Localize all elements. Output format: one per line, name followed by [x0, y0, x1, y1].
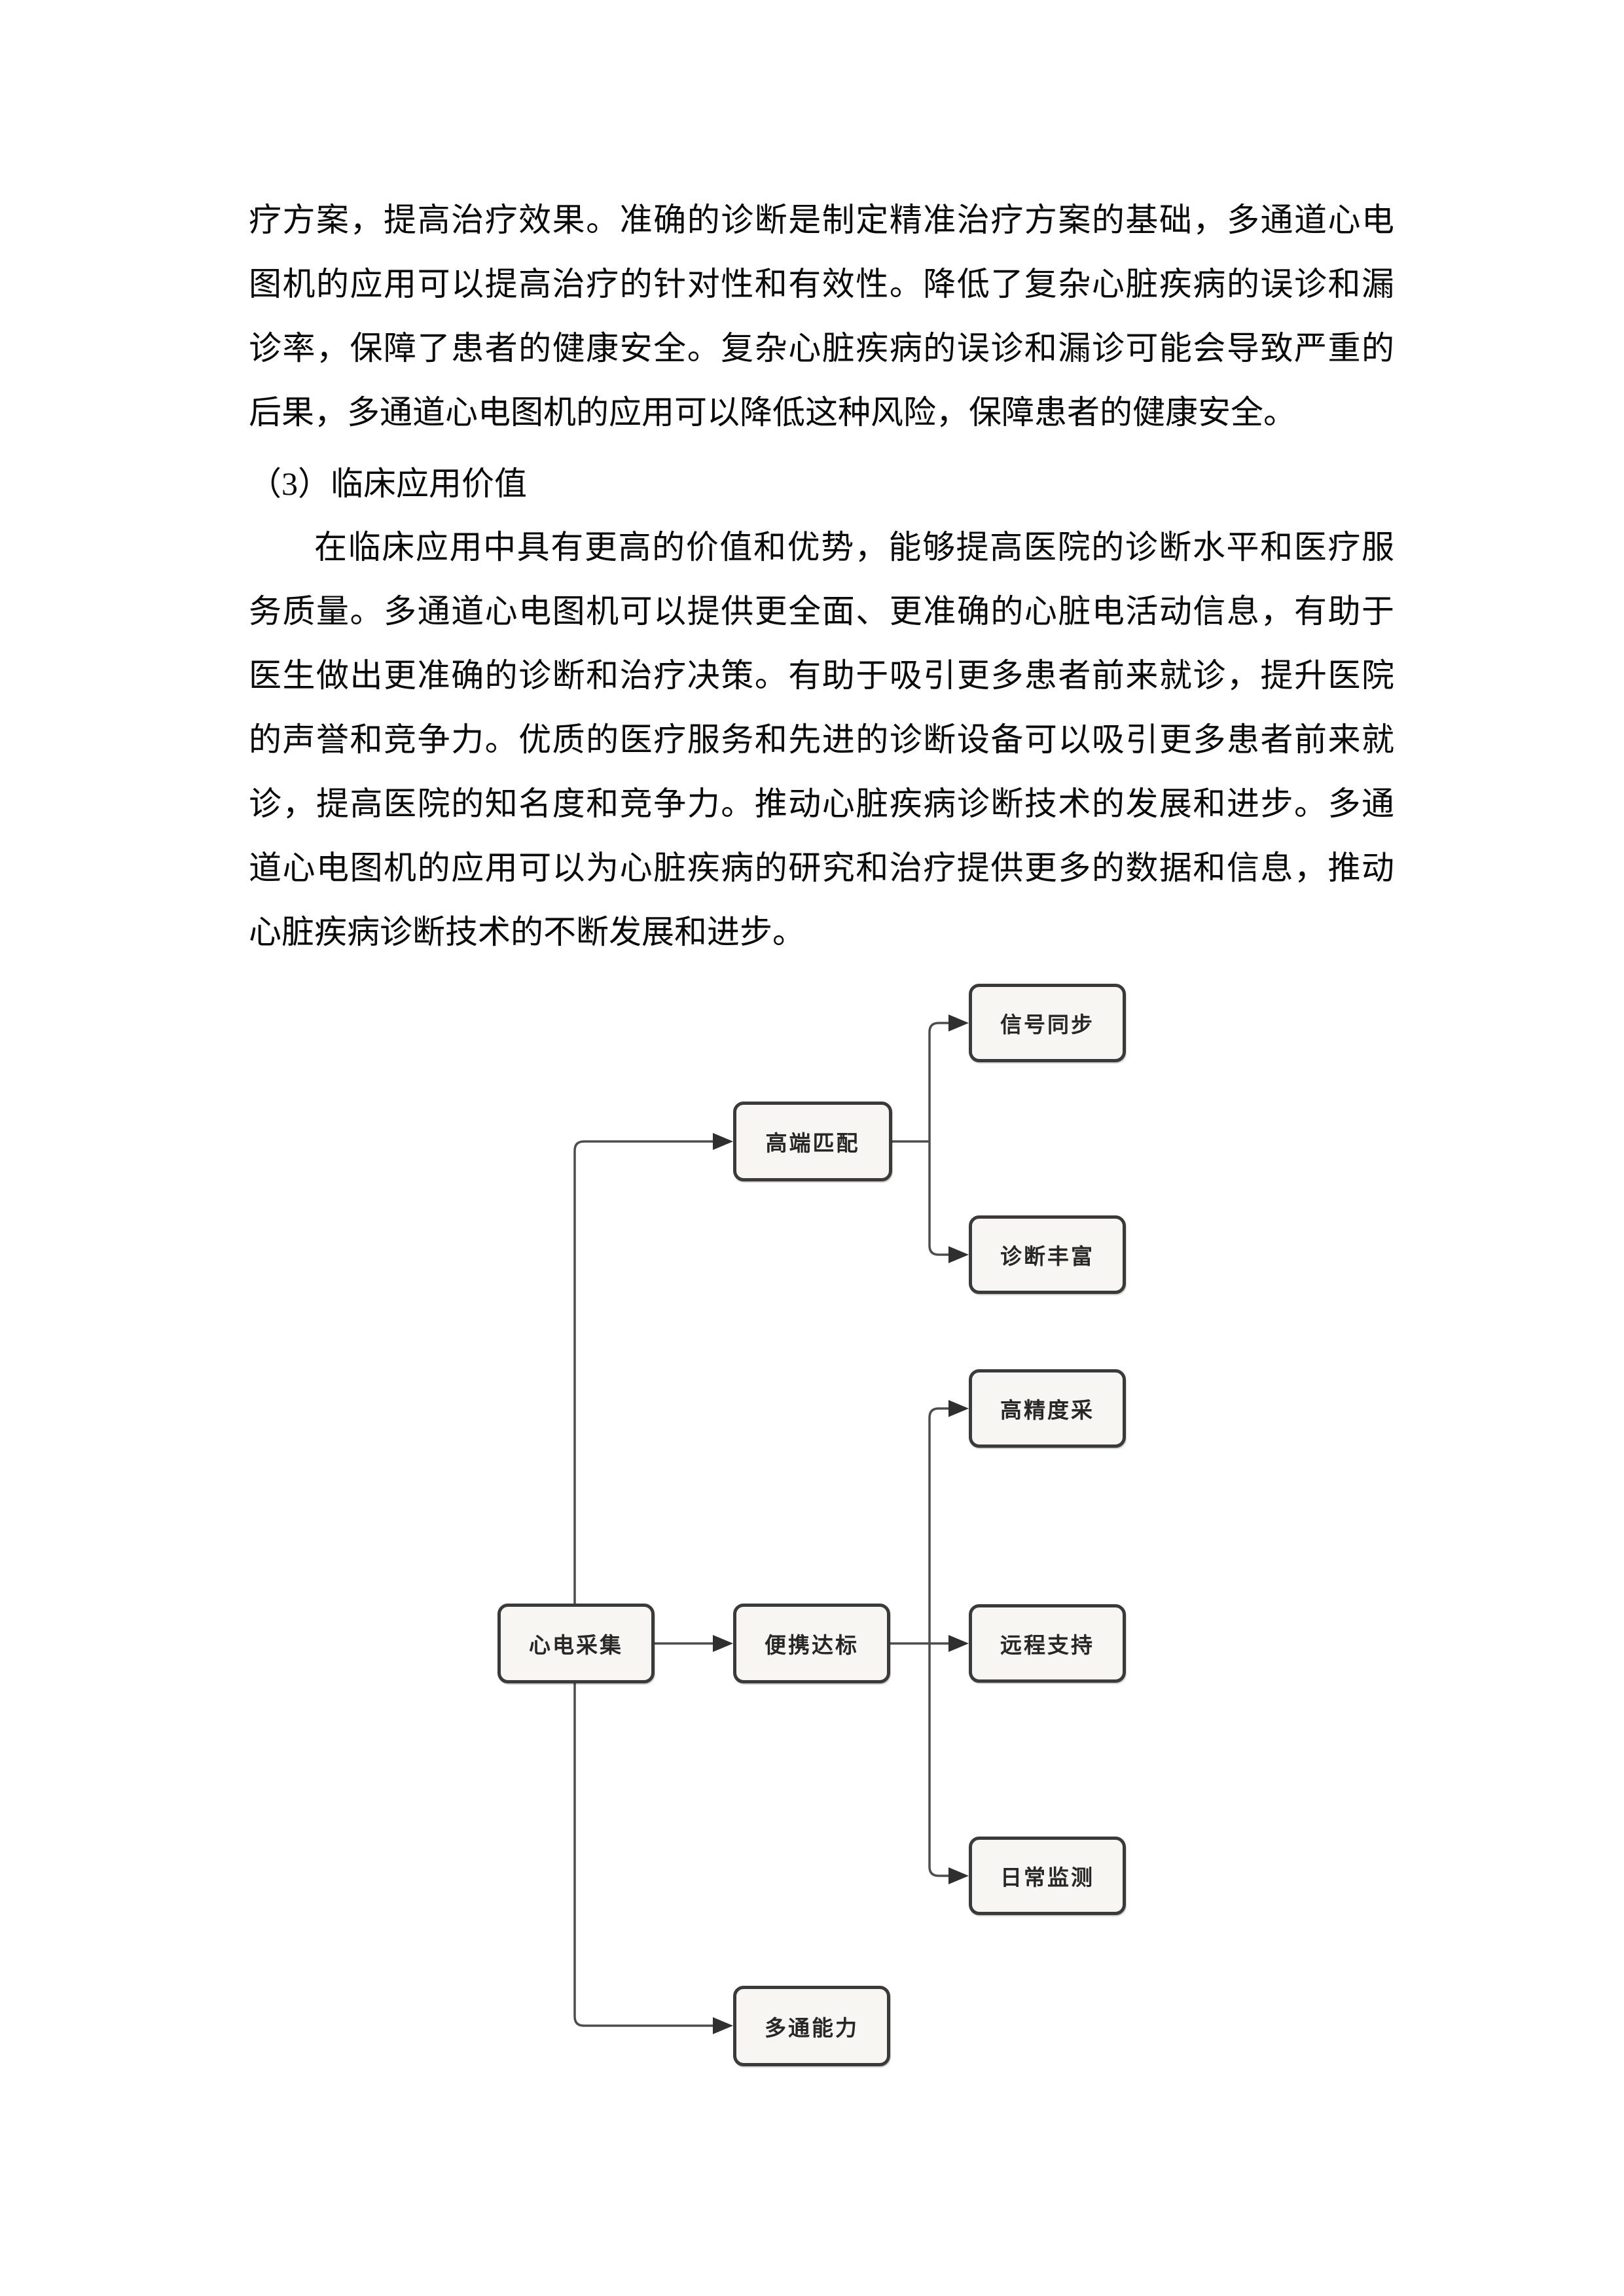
paragraph-line: 心脏疾病诊断技术的不断发展和进步。 — [249, 914, 805, 950]
node-multichannel-capability: 多通能力 — [733, 1986, 890, 2066]
paragraph-line: 在临床应用中具有更高的价值和优势，能够提高医院的诊断水平和医疗服 — [314, 529, 1394, 565]
node-high-end-matching: 高端匹配 — [733, 1102, 892, 1181]
paragraph-line: 后果，多通道心电图机的应用可以降低这种风险，保障患者的健康安全。 — [249, 394, 1296, 431]
paragraph-line: 诊率，保障了患者的健康安全。复杂心脏疾病的误诊和漏诊可能会导致严重的 — [249, 330, 1394, 367]
node-signal-sync: 信号同步 — [969, 984, 1126, 1062]
node-daily-monitoring: 日常监测 — [969, 1837, 1126, 1915]
node-remote-support: 远程支持 — [969, 1604, 1126, 1683]
node-ecg-collection: 心电采集 — [497, 1604, 655, 1683]
paragraph-line: 医生做出更准确的诊断和治疗决策。有助于吸引更多患者前来就诊，提升医院 — [249, 657, 1394, 694]
paragraph-line: 务质量。多通道心电图机可以提供更全面、更准确的心脏电活动信息，有助于 — [249, 593, 1394, 630]
paragraph-line: 疗方案，提高治疗效果。准确的诊断是制定精准治疗方案的基础，多通道心电 — [249, 202, 1394, 238]
section-heading: （3）临床应用价值 — [249, 465, 527, 502]
node-rich-diagnosis: 诊断丰富 — [969, 1215, 1126, 1294]
node-high-precision-sampling: 高精度采 — [969, 1369, 1126, 1448]
paragraph-line: 诊，提高医院的知名度和竞争力。推动心脏疾病诊断技术的发展和进步。多通 — [249, 785, 1394, 822]
paragraph-line: 图机的应用可以提高治疗的针对性和有效性。降低了复杂心脏疾病的误诊和漏 — [249, 266, 1394, 302]
node-portable-compliance: 便携达标 — [733, 1604, 890, 1683]
paragraph-line: 的声誉和竞争力。优质的医疗服务和先进的诊断设备可以吸引更多患者前来就 — [249, 721, 1394, 758]
paragraph-line: 道心电图机的应用可以为心脏疾病的研究和治疗提供更多的数据和信息，推动 — [249, 850, 1394, 886]
